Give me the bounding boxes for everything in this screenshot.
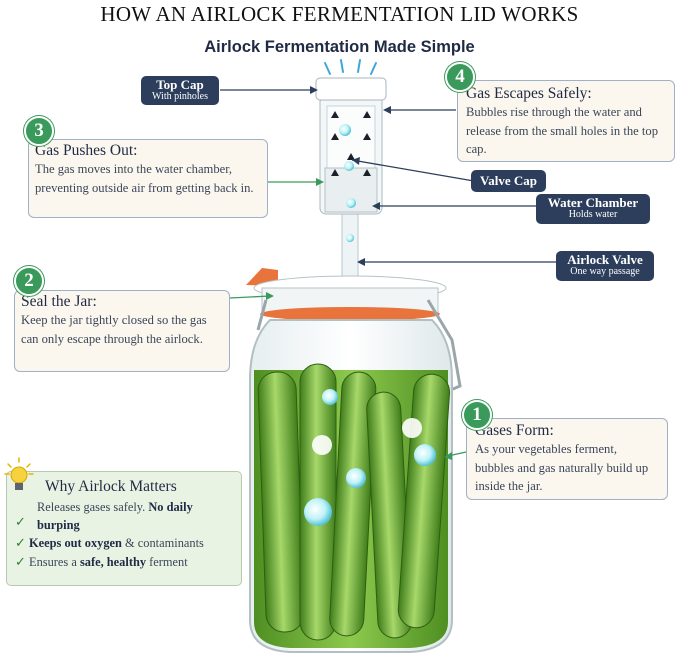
step-1-box: Gases Form: As your vegetables ferment, … (466, 418, 668, 500)
step-3-box: Gas Pushes Out: The gas moves into the w… (28, 139, 268, 218)
top-cap-label: Top Cap With pinholes (141, 76, 219, 105)
orange-seal (260, 307, 440, 321)
water-chamber-label: Water Chamber Holds water (536, 194, 650, 224)
water-chamber-title: Water Chamber (547, 195, 639, 210)
step-2-title: Seal the Jar: (21, 293, 97, 310)
step-2-box: Seal the Jar: Keep the jar tightly close… (14, 290, 230, 372)
water-chamber-sub: Holds water (568, 208, 618, 220)
step-1-title: Gases Form: (475, 422, 554, 439)
check-icon: ✓ (15, 515, 26, 530)
top-cap-sub: With pinholes (152, 90, 208, 102)
step-1-badge: 1 (462, 400, 492, 430)
page-title: HOW AN AIRLOCK FERMENTATION LID WORKS (100, 2, 579, 26)
step-4-text: Bubbles rise through the water and relea… (466, 105, 658, 156)
top-cap-title: Top Cap (156, 77, 204, 92)
why-item-3: ✓ Ensures a safe, healthy ferment (15, 555, 188, 570)
valve-cap-label: Valve Cap (471, 170, 546, 192)
lightbulb-icon (4, 457, 34, 490)
why-airlock-panel: Why Airlock Matters Releases gases safel… (6, 471, 242, 586)
step-4-badge: 4 (445, 62, 475, 92)
airlock-valve-title: Airlock Valve (567, 252, 643, 267)
check-icon: ✓ (15, 555, 26, 570)
why-item-2: ✓ Keeps out oxygen & contaminants (15, 536, 204, 551)
why-item-1: Releases gases safely. No daily burping (37, 500, 193, 532)
step-3-text: The gas moves into the water chamber, pr… (35, 162, 254, 195)
check-icon: ✓ (15, 536, 26, 551)
airlock-valve-label: Airlock Valve One way passage (556, 251, 654, 281)
why-title: Why Airlock Matters (45, 478, 177, 495)
step-1-text: As your vegetables ferment, bubbles and … (475, 442, 649, 493)
step-3-title: Gas Pushes Out: (35, 142, 138, 159)
step-4-title: Gas Escapes Safely: (466, 85, 592, 102)
step-3-badge: 3 (24, 116, 54, 146)
airlock-valve-sub: One way passage (570, 265, 640, 277)
step-2-badge: 2 (14, 266, 44, 296)
top-cap-shape (315, 77, 387, 101)
valve-cap-title: Valve Cap (480, 173, 537, 188)
step-2-text: Keep the jar tightly closed so the gas c… (21, 313, 207, 346)
page-subtitle: Airlock Fermentation Made Simple (204, 38, 475, 56)
step-4-box: Gas Escapes Safely: Bubbles rise through… (457, 80, 675, 162)
